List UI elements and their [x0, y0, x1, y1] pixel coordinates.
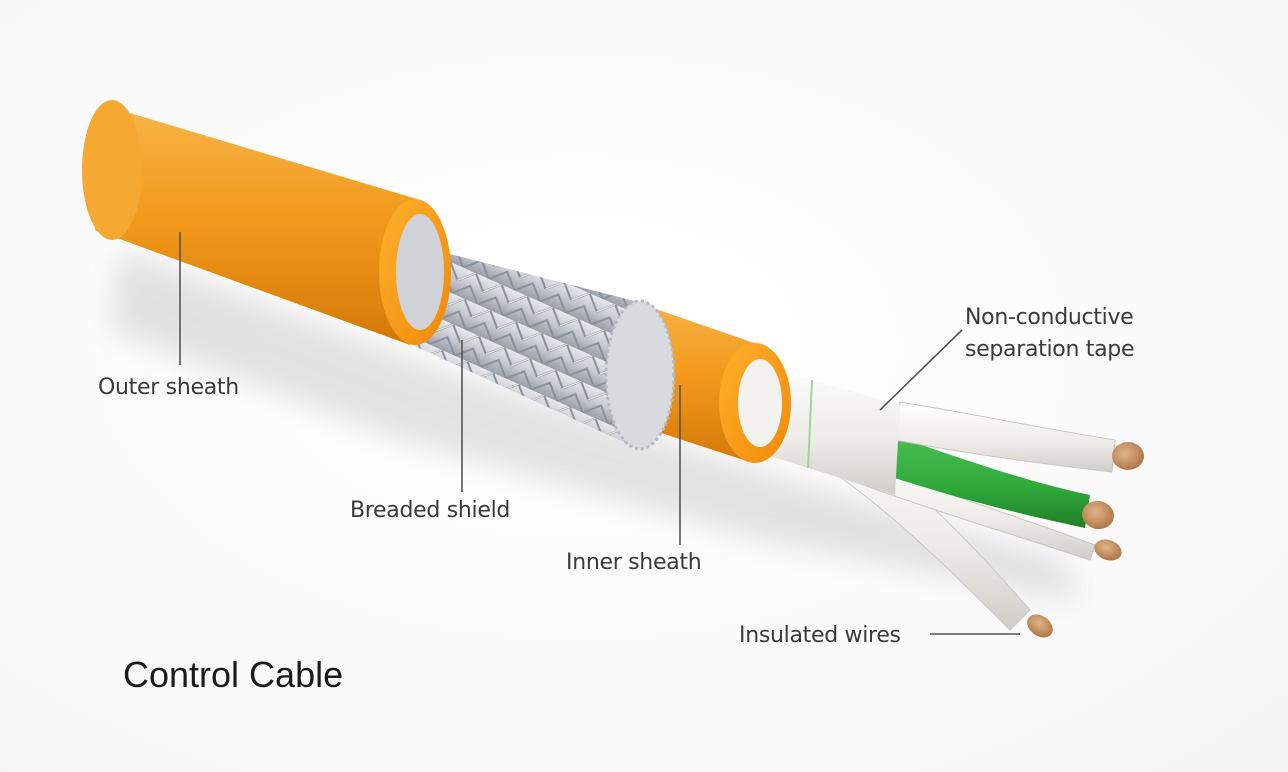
leader-separation-tape [879, 329, 963, 411]
outer-sheath [82, 100, 451, 345]
label-separation-tape-line1: Non-conductive [965, 305, 1134, 330]
diagram-caption: Control Cable [123, 654, 344, 695]
label-inner-sheath: Inner sheath [566, 550, 702, 575]
leader-lines [179, 232, 1020, 635]
insulated-wires [799, 401, 1144, 638]
label-separation-tape-line2: separation tape [965, 337, 1135, 362]
label-outer-sheath: Outer sheath [98, 375, 239, 400]
label-breaded-shield: Breaded shield [350, 498, 511, 523]
label-insulated-wires: Insulated wires [739, 623, 901, 648]
label-separation-tape: Non-conductive separation tape [965, 302, 1135, 366]
